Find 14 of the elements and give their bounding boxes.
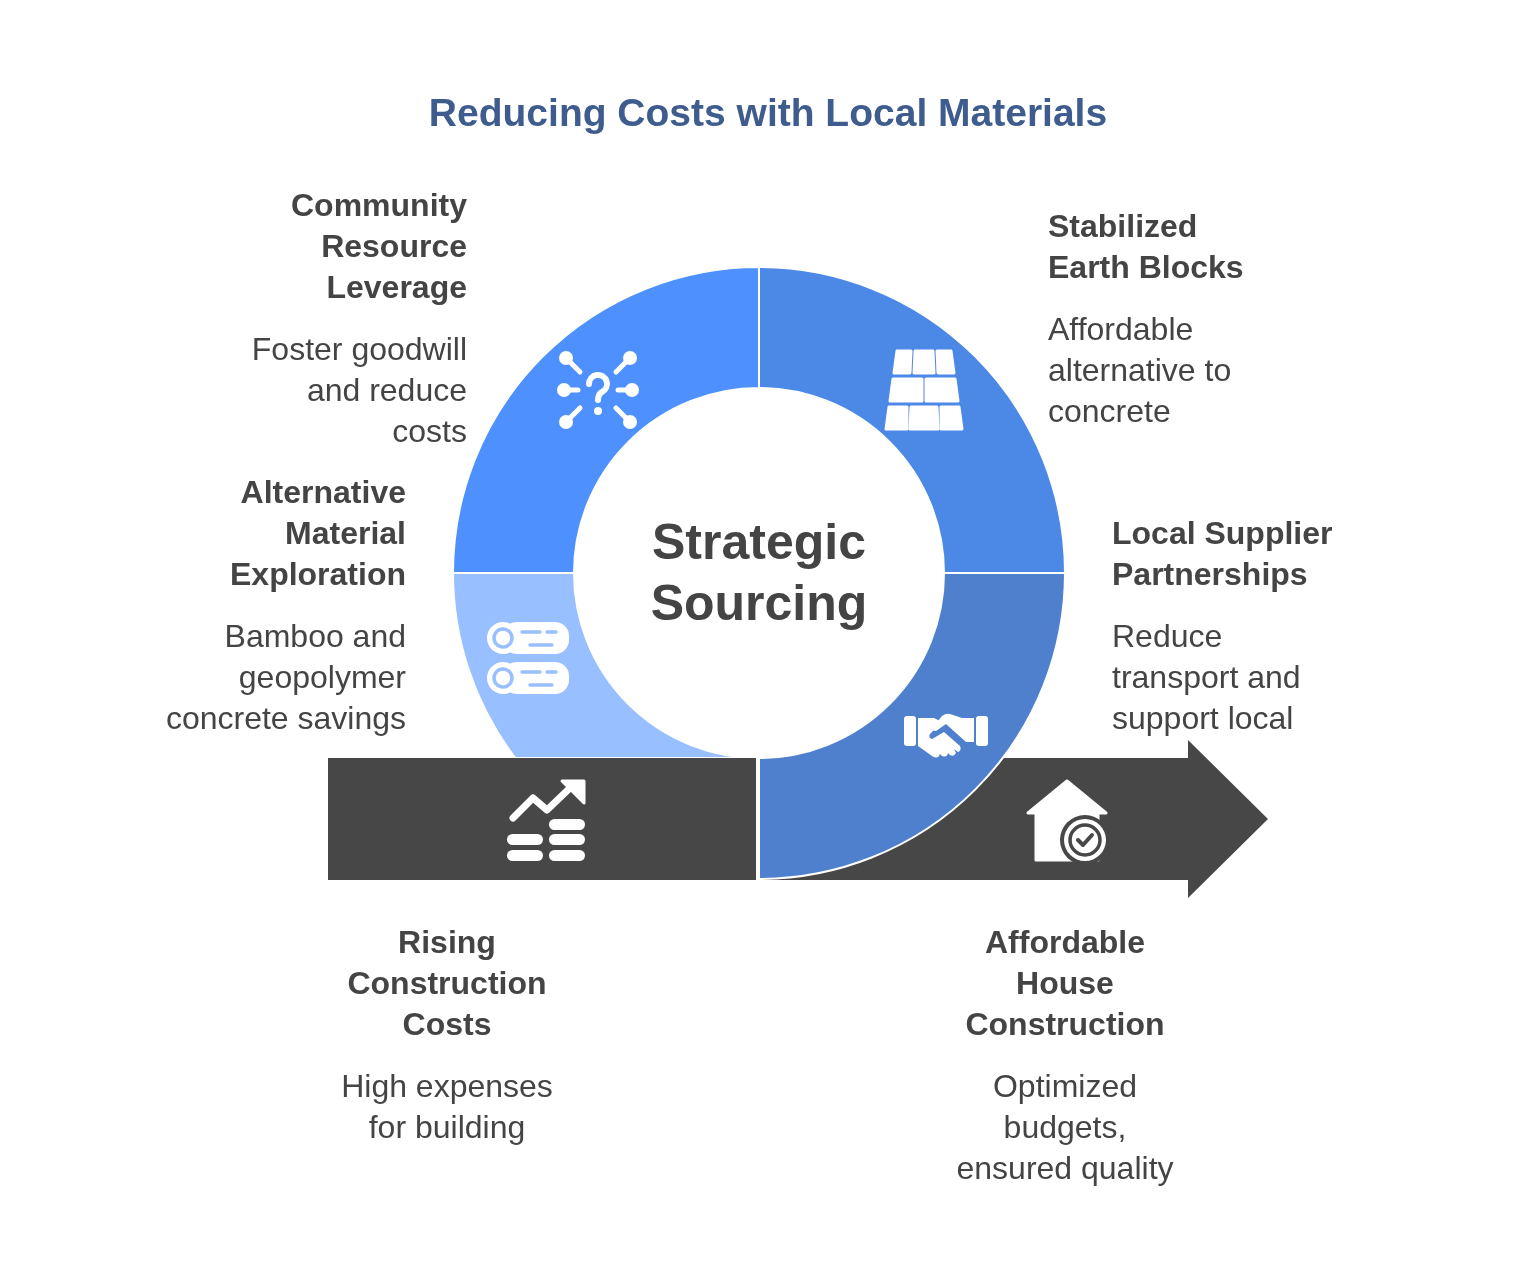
item-description: Reduce transport and support local — [1112, 617, 1302, 738]
diagram-title: Reducing Costs with Local Materials — [428, 90, 1108, 136]
item-description: High expenses for building — [340, 1067, 554, 1147]
item-heading: Rising Construction Costs — [346, 923, 548, 1044]
item-description: Bamboo and geopolymer concrete savings — [164, 617, 406, 738]
center-label: Strategic Sourcing — [649, 513, 869, 633]
item-heading: Alternative Material Exploration — [229, 473, 406, 594]
item-description: Optimized budgets, ensured quality — [955, 1067, 1175, 1188]
item-heading: Affordable House Construction — [964, 923, 1166, 1044]
item-heading: Community Resource Leverage — [290, 186, 467, 307]
item-heading: Stabilized Earth Blocks — [1048, 207, 1245, 287]
item-description: Foster goodwill and reduce costs — [250, 330, 467, 451]
item-heading: Local Supplier Partnerships — [1112, 514, 1334, 594]
item-description: Affordable alternative to concrete — [1048, 310, 1233, 431]
